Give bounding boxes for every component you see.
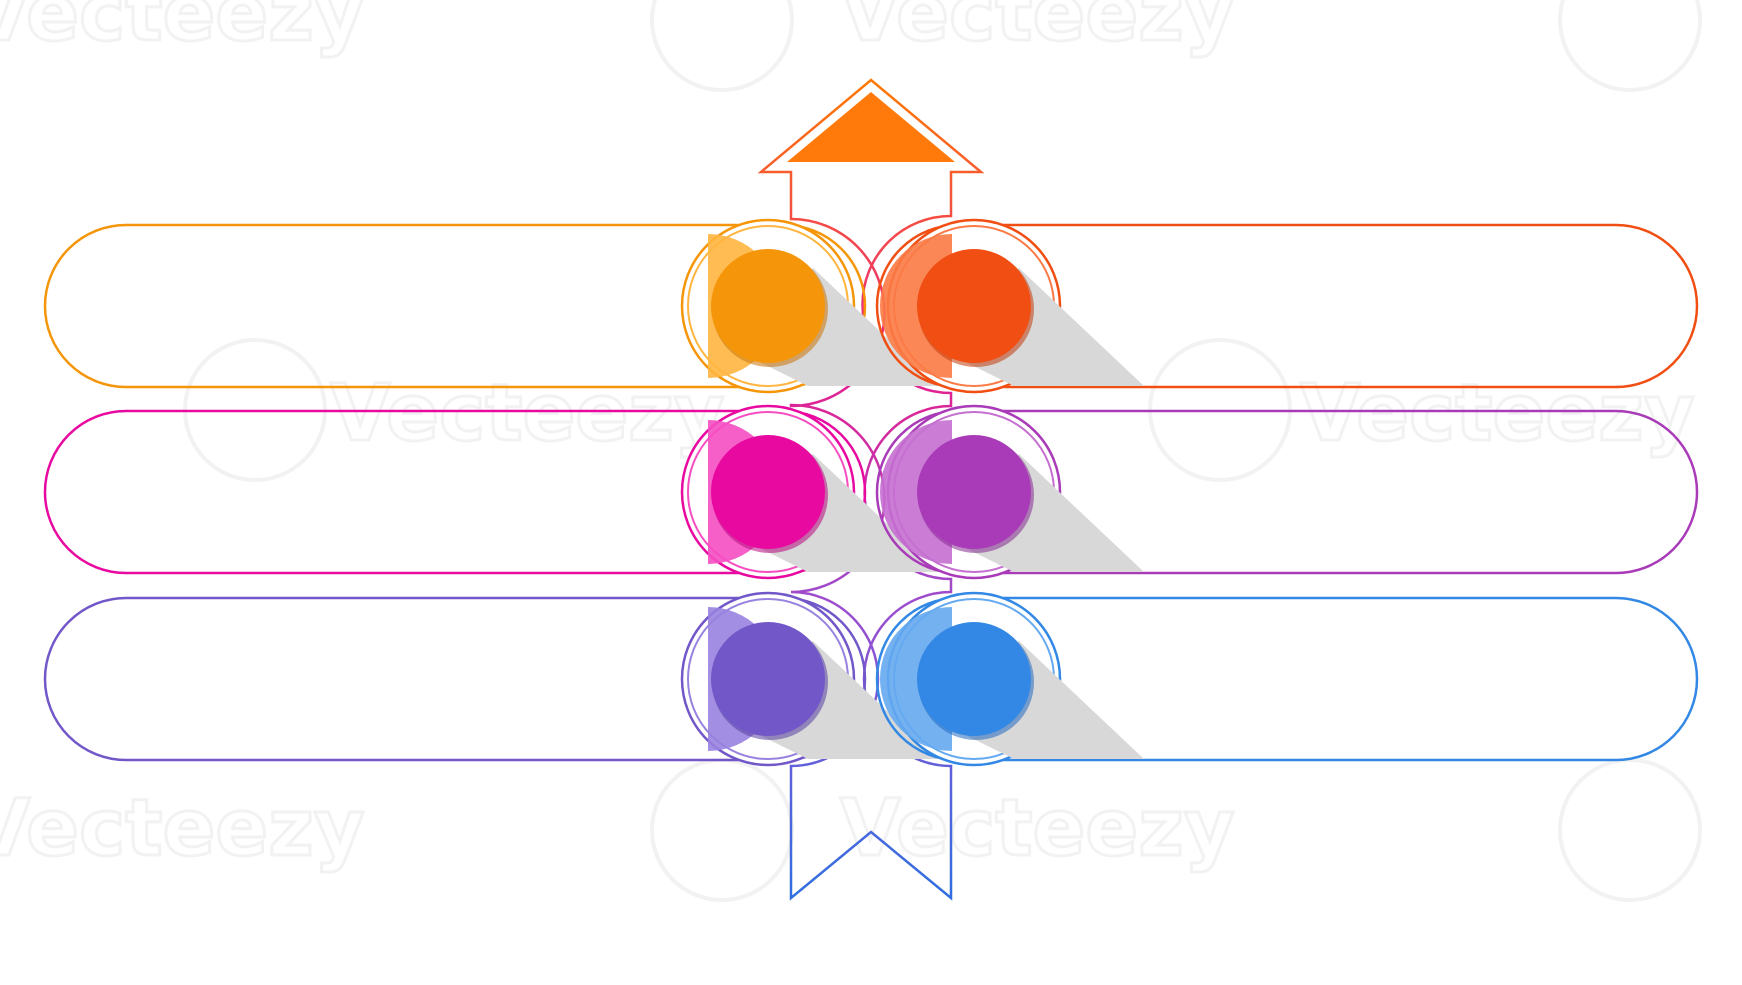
step-1: [43, 218, 938, 394]
watermark-logo-icon: [1558, 758, 1702, 902]
watermark-text: Vecteezy: [0, 0, 365, 59]
watermark-logo-icon: [650, 0, 794, 92]
watermark-text: Vecteezy: [840, 0, 1235, 59]
step-5-outline: [43, 596, 867, 762]
arrow-head: [787, 92, 955, 162]
watermark-text: Vecteezy: [1300, 369, 1695, 459]
step-6-number-disc: [917, 622, 1031, 736]
step-1-number-disc: [711, 249, 825, 363]
step-3-number-disc: [711, 435, 825, 549]
step-5-number-disc: [711, 622, 825, 736]
steps-layer: [43, 218, 1699, 767]
step-5: [43, 591, 938, 767]
watermark-text: Vecteezy: [840, 784, 1235, 874]
arrow-outline: [757, 78, 985, 901]
step-4-number-disc: [917, 435, 1031, 549]
watermark-text: Vecteezy: [0, 784, 365, 874]
step-3: [43, 404, 938, 580]
watermark-logo-icon: [650, 758, 794, 902]
step-1-outline: [43, 223, 867, 389]
step-4-outline: [875, 409, 1699, 575]
central-arrow: [757, 78, 985, 901]
step-2: [875, 218, 1699, 394]
step-2-number-disc: [917, 249, 1031, 363]
step-3-outline: [43, 409, 867, 575]
step-4: [875, 404, 1699, 580]
watermark-text: Vecteezy: [330, 369, 725, 459]
step-2-outline: [875, 223, 1699, 389]
step-6: [875, 591, 1699, 767]
step-6-outline: [875, 596, 1699, 762]
watermark-logo-icon: [1558, 0, 1702, 92]
